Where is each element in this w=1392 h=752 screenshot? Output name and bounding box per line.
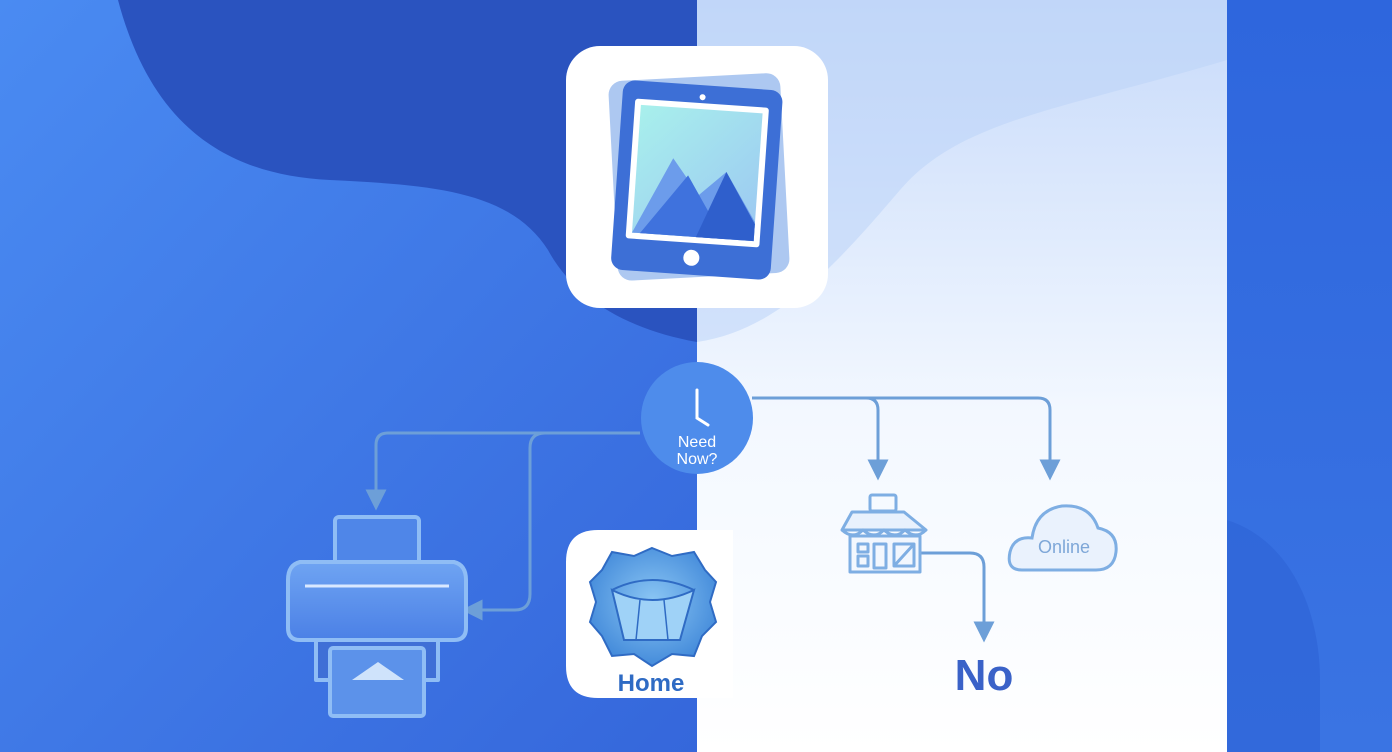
connector-to-home-side	[461, 431, 640, 621]
cloud-icon[interactable]: Online	[1007, 504, 1118, 572]
connectors	[365, 396, 1061, 643]
decision-label-line1: Need	[678, 434, 716, 451]
online-label: Online	[1038, 537, 1090, 557]
printer-icon[interactable]	[286, 515, 468, 718]
top-card[interactable]	[566, 46, 828, 308]
decision-node[interactable]: Need Now?	[641, 362, 753, 474]
connector-store-to-no	[920, 551, 995, 643]
right-light-wave	[697, 0, 1227, 342]
storefront-icon[interactable]	[840, 493, 928, 574]
home-label: Home	[618, 670, 685, 697]
left-dark-blob	[118, 0, 697, 342]
tablet-photo-icon	[608, 73, 790, 281]
connector-to-online	[752, 396, 1061, 481]
crystal-shield-icon	[588, 546, 718, 668]
connector-to-printer	[365, 431, 640, 511]
no-label: No	[955, 651, 1014, 700]
clock-icon	[695, 388, 710, 427]
decision-label-line2: Now?	[677, 451, 718, 468]
home-card[interactable]: Home	[566, 530, 733, 698]
far-right-curve	[1227, 520, 1320, 752]
